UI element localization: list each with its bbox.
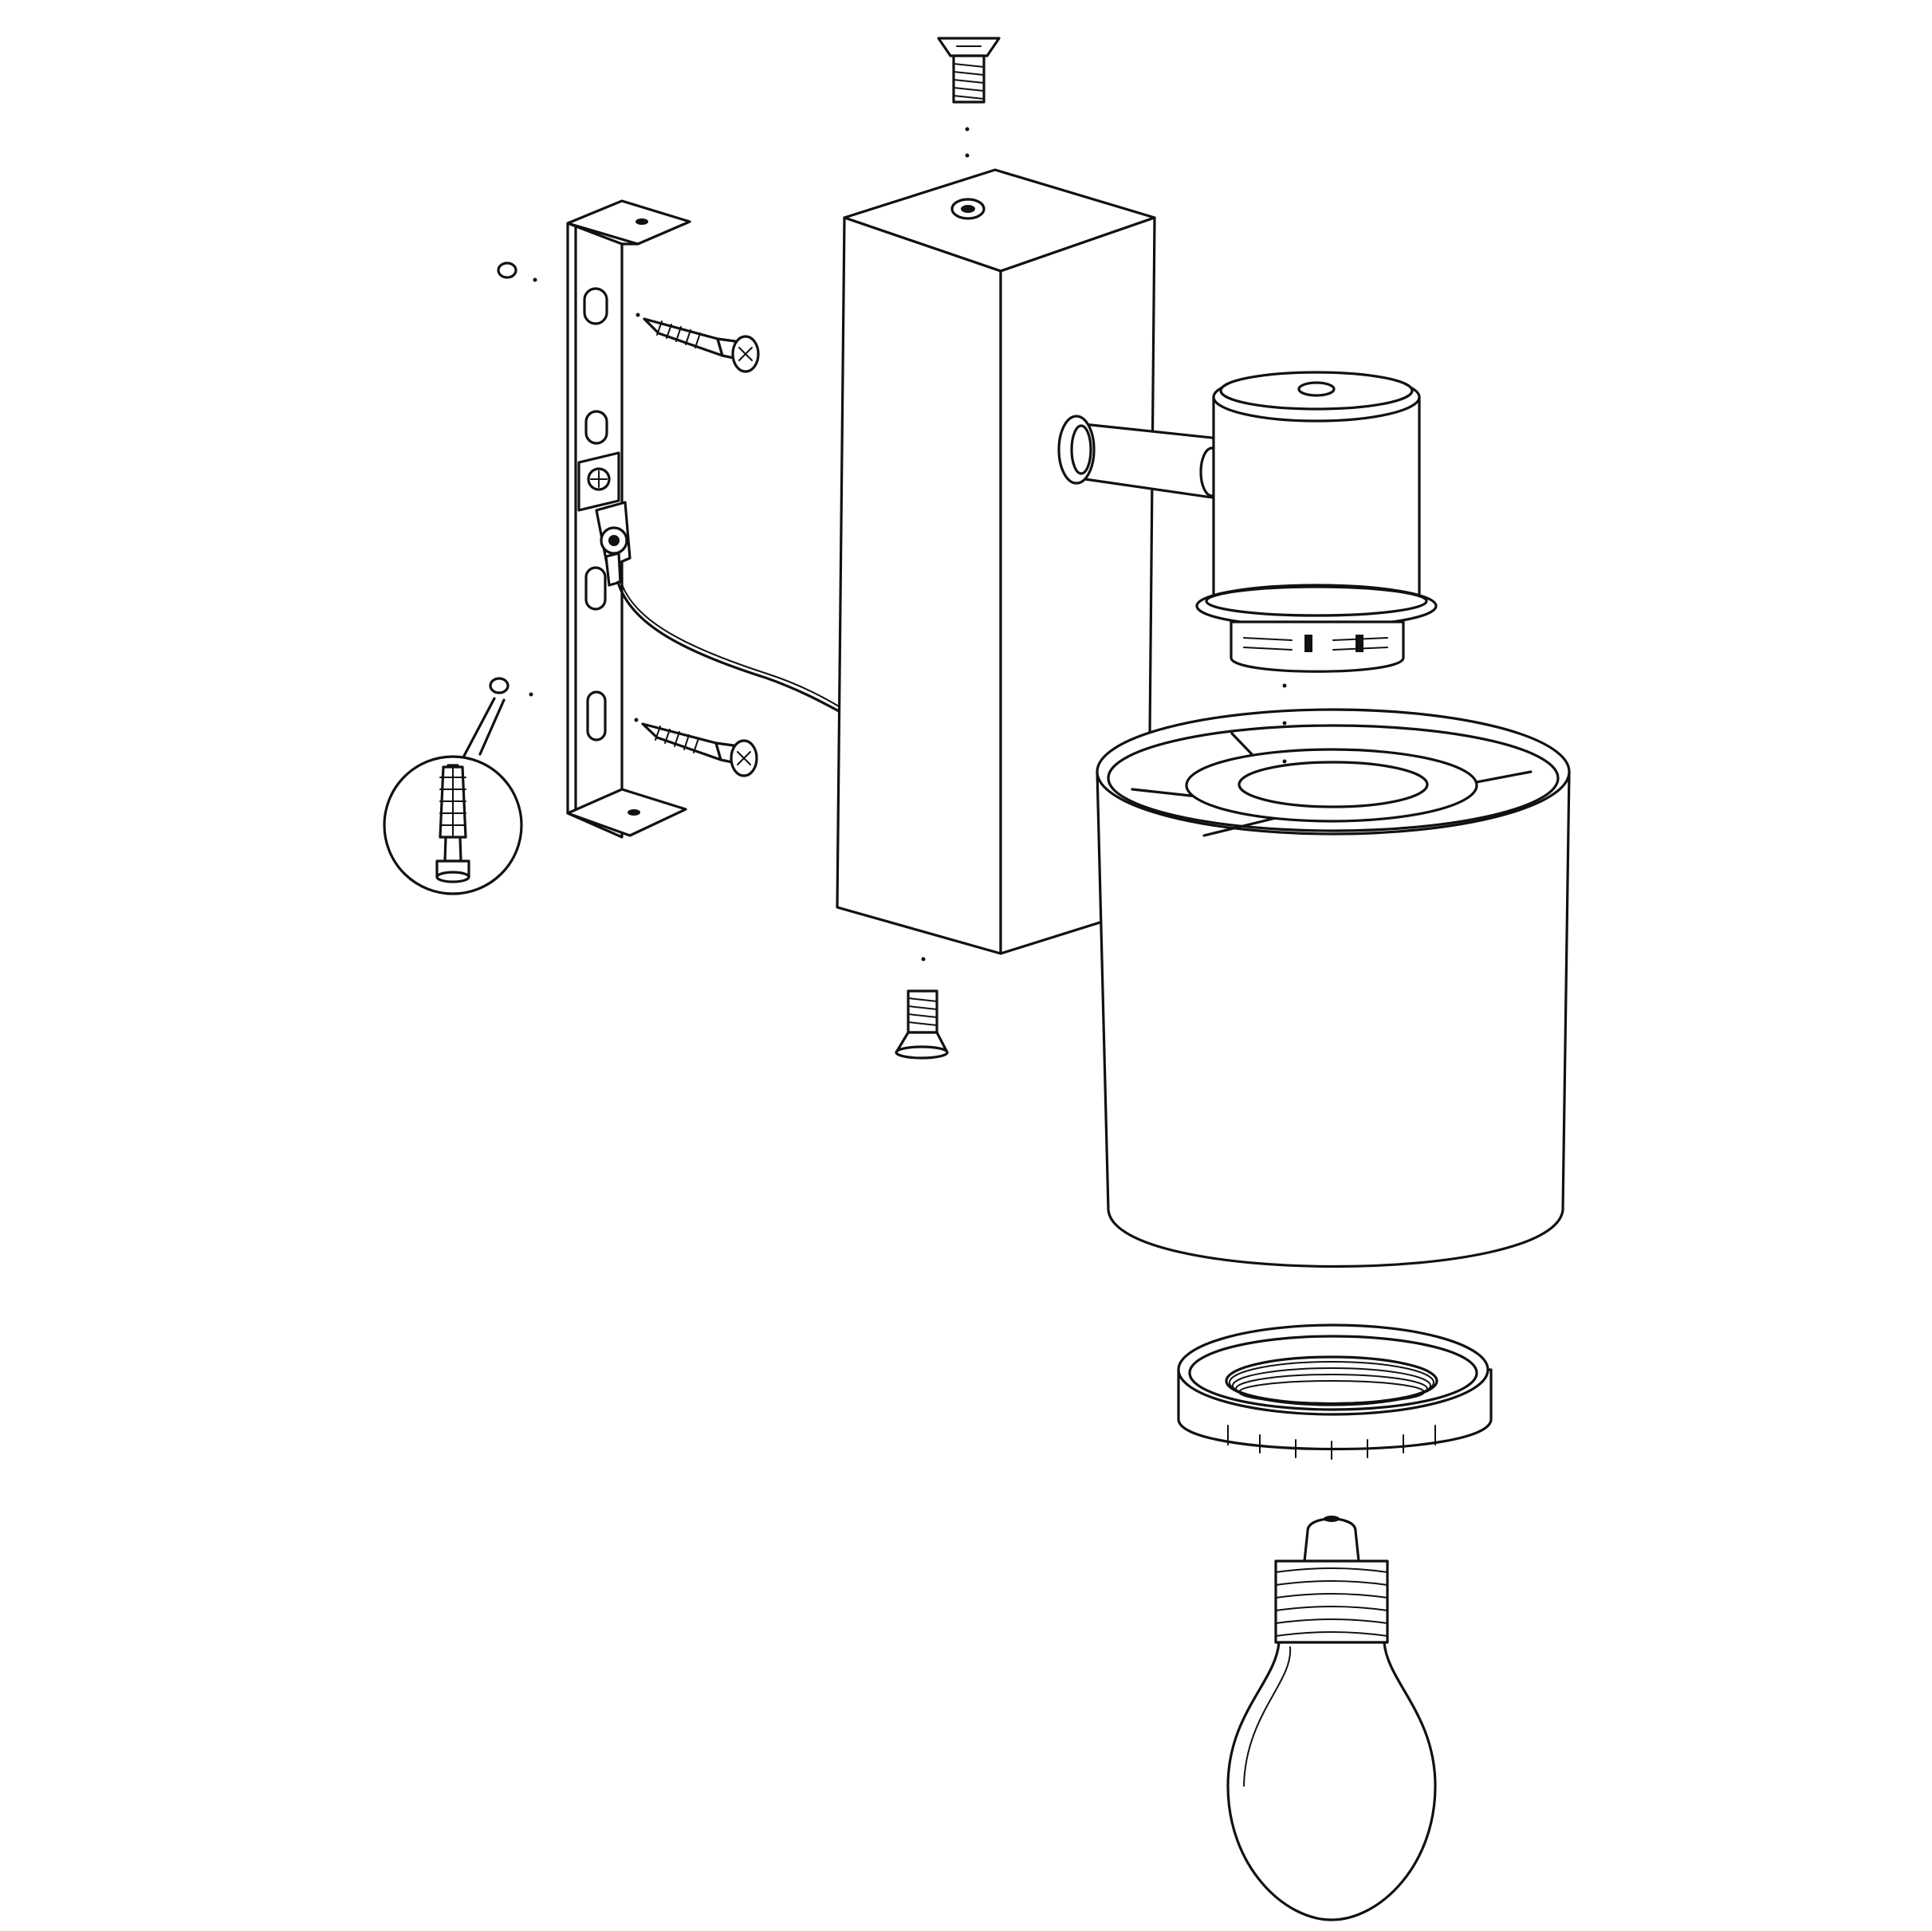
- cylinder-shade-icon: [1096, 708, 1571, 1268]
- top-screw-icon: [937, 37, 1001, 158]
- wall-screw-icon: [635, 313, 760, 373]
- bottom-screw-icon: [895, 957, 949, 1060]
- wall-hole-icon: [489, 677, 533, 697]
- earth-terminal-icon: [595, 501, 840, 713]
- wall-hole-icon: [497, 262, 537, 282]
- light-bulb-icon: [1226, 1516, 1437, 1921]
- wall-plug-icon: [383, 697, 523, 895]
- wall-screw-icon: [634, 718, 758, 777]
- lamp-holder-icon: [1057, 371, 1438, 688]
- threaded-ring-icon: [1177, 1323, 1493, 1460]
- mounting-bracket-icon: [566, 199, 691, 839]
